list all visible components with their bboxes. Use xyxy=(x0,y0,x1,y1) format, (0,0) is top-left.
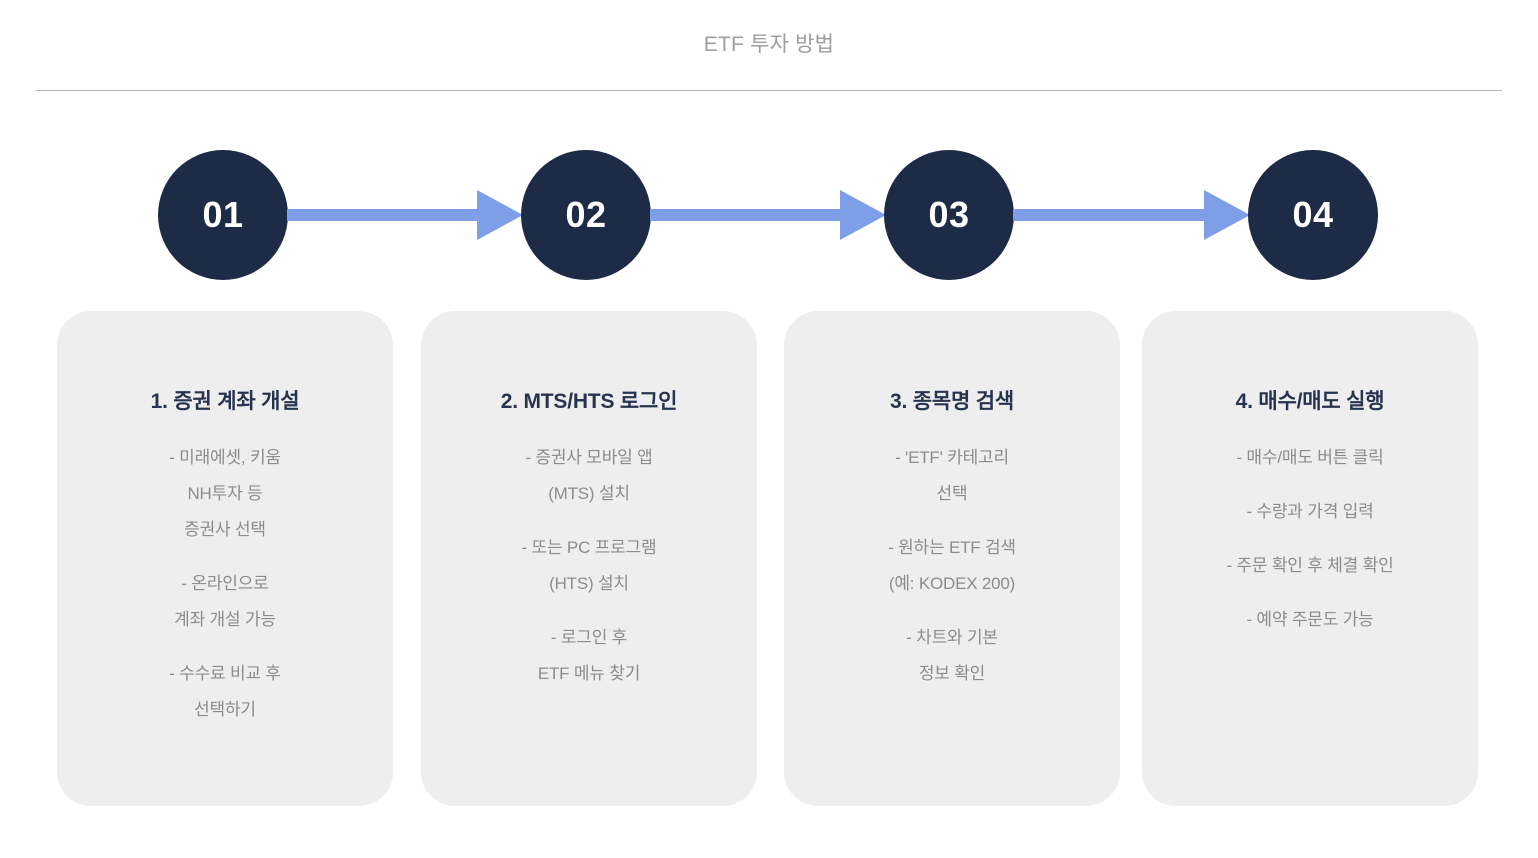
page-title: ETF 투자 방법 xyxy=(703,33,835,56)
step-card-title: 3. 종목명 검색 xyxy=(890,390,1014,413)
step-arrow-1-to-2 xyxy=(287,190,523,240)
step-card-detail: - 차트와 기본 정보 확인 xyxy=(906,628,998,683)
step-card-detail: - 로그인 후 ETF 메뉴 찾기 xyxy=(537,628,641,683)
step-arrow-3-to-4 xyxy=(1013,190,1250,240)
step-card-title: 4. 매수/매도 실행 xyxy=(1235,390,1385,413)
step-card-detail: - 수수료 비교 후 선택하기 xyxy=(169,664,281,719)
step-card-title: 1. 증권 계좌 개설 xyxy=(150,390,300,413)
arrow-shaft xyxy=(650,209,842,221)
step-track: 01 02 03 04 xyxy=(0,148,1538,282)
arrow-head-icon xyxy=(840,190,886,240)
step-card-detail: - 예약 주문도 가능 xyxy=(1246,610,1374,629)
step-arrow-2-to-3 xyxy=(650,190,886,240)
step-card-detail: - 또는 PC 프로그램 (HTS) 설치 xyxy=(521,538,657,593)
step-card-detail: - 온라인으로 계좌 개설 가능 xyxy=(174,574,276,629)
step-card-4[interactable]: 4. 매수/매도 실행 - 매수/매도 버튼 클릭 - 수량과 가격 입력 - … xyxy=(1142,311,1478,806)
step-card-2[interactable]: 2. MTS/HTS 로그인 - 증권사 모바일 앱 (MTS) 설치 - 또는… xyxy=(421,311,757,806)
step-cards: 1. 증권 계좌 개설 - 미래에셋, 키움 NH투자 등 증권사 선택 - 온… xyxy=(0,311,1538,807)
step-circle-03[interactable]: 03 xyxy=(884,150,1014,280)
step-circle-01[interactable]: 01 xyxy=(158,150,288,280)
step-card-detail: - 주문 확인 후 체결 확인 xyxy=(1226,556,1394,575)
arrow-head-icon xyxy=(1204,190,1250,240)
arrow-shaft xyxy=(1013,209,1206,221)
step-card-3[interactable]: 3. 종목명 검색 - 'ETF' 카테고리 선택 - 원하는 ETF 검색 (… xyxy=(784,311,1120,806)
step-card-detail: - 수량과 가격 입력 xyxy=(1246,502,1374,521)
page-header: ETF 투자 방법 xyxy=(0,0,1538,91)
step-card-detail: - 원하는 ETF 검색 (예: KODEX 200) xyxy=(888,538,1016,593)
step-card-body: - 증권사 모바일 앱 (MTS) 설치 - 또는 PC 프로그램 (HTS) … xyxy=(435,440,743,692)
arrow-head-icon xyxy=(477,190,523,240)
step-card-detail: - 'ETF' 카테고리 선택 xyxy=(895,448,1009,503)
step-card-title: 2. MTS/HTS 로그인 xyxy=(500,390,678,413)
arrow-shaft xyxy=(287,209,479,221)
step-card-detail: - 증권사 모바일 앱 (MTS) 설치 xyxy=(525,448,653,503)
step-card-1[interactable]: 1. 증권 계좌 개설 - 미래에셋, 키움 NH투자 등 증권사 선택 - 온… xyxy=(57,311,393,806)
header-divider xyxy=(35,90,1502,91)
step-circle-04[interactable]: 04 xyxy=(1248,150,1378,280)
step-card-body: - 미래에셋, 키움 NH투자 등 증권사 선택 - 온라인으로 계좌 개설 가… xyxy=(71,440,379,728)
step-circle-02[interactable]: 02 xyxy=(521,150,651,280)
step-card-body: - 'ETF' 카테고리 선택 - 원하는 ETF 검색 (예: KODEX 2… xyxy=(798,440,1106,692)
step-card-detail: - 미래에셋, 키움 NH투자 등 증권사 선택 xyxy=(169,448,281,539)
step-card-body: - 매수/매도 버튼 클릭 - 수량과 가격 입력 - 주문 확인 후 체결 확… xyxy=(1156,440,1464,638)
step-card-detail: - 매수/매도 버튼 클릭 xyxy=(1236,448,1384,467)
